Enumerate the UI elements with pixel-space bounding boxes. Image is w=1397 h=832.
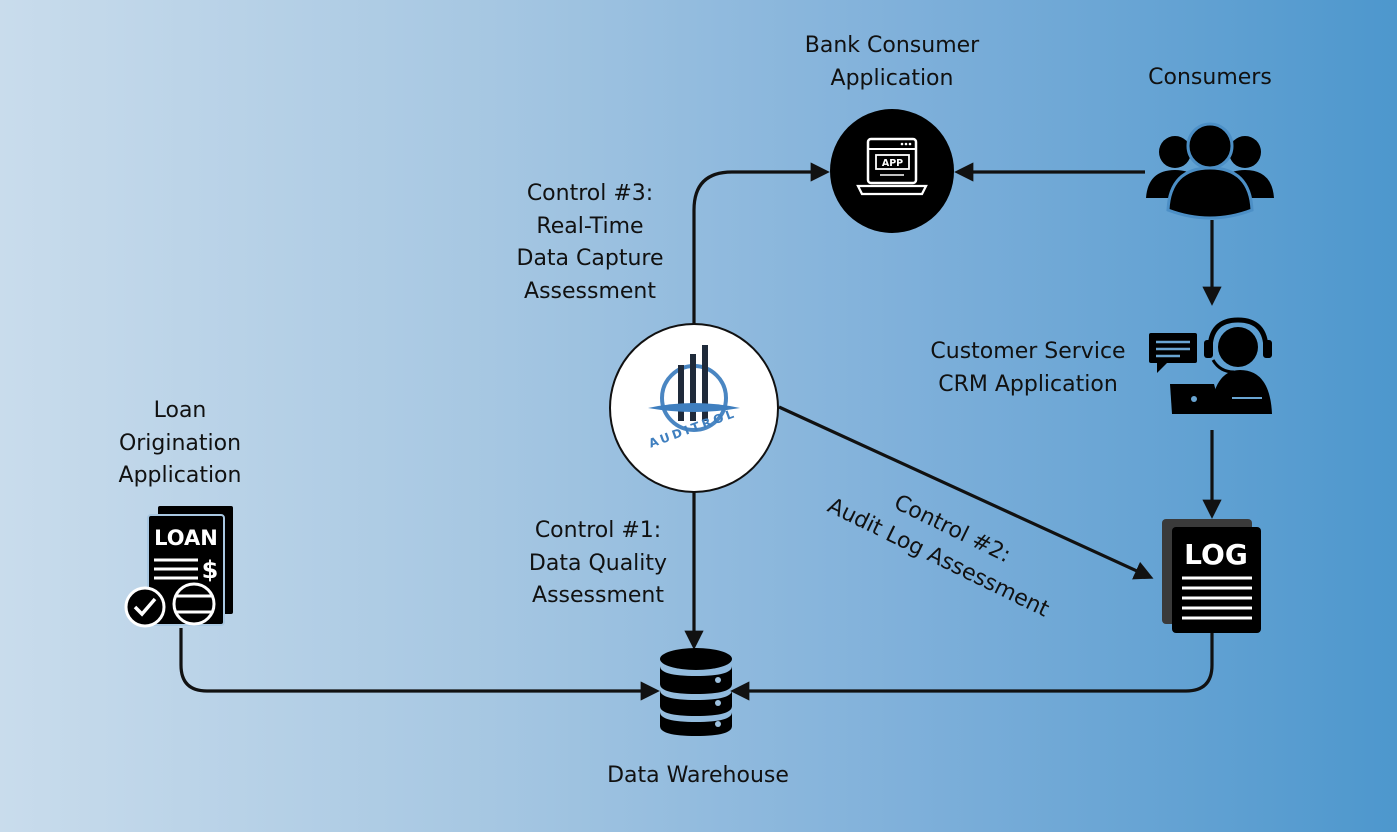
crm-label-line1: Customer Service xyxy=(930,339,1126,364)
control-1-line2: Data Quality xyxy=(528,550,668,576)
arrow-auditrol-to-bank-app xyxy=(692,162,830,325)
loan-icon-text: LOAN xyxy=(154,526,218,550)
control-1-label: Control #1: Data Quality Assessment xyxy=(508,515,688,613)
control-3-line3: Data Capture xyxy=(516,246,664,271)
database-icon xyxy=(660,648,732,736)
loan-label-line3: Application xyxy=(118,463,242,488)
control-1-line3: Assessment xyxy=(532,583,664,608)
app-icon-text: APP xyxy=(882,158,903,169)
arrow-auditrol-to-log xyxy=(778,405,1154,580)
customer-service-agent-icon xyxy=(1149,317,1272,414)
arrow-log-to-warehouse xyxy=(730,632,1214,701)
loan-document-icon: LOAN $ xyxy=(124,506,233,628)
crm-label: Customer Service CRM Application xyxy=(918,336,1138,401)
arrow-loan-to-warehouse xyxy=(179,628,660,701)
loan-label-line2: Origination xyxy=(118,430,242,456)
control-3-line4: Assessment xyxy=(524,278,656,304)
control-1-line1: Control #1: xyxy=(534,518,662,543)
crm-label-line2: CRM Application xyxy=(938,371,1118,397)
warehouse-label: Data Warehouse xyxy=(578,760,818,793)
log-icon-text: LOG xyxy=(1184,538,1248,571)
app-laptop-icon: APP xyxy=(830,109,954,233)
control-3-line1: Control #3: xyxy=(526,181,654,206)
auditrol-logo: AUDITROL xyxy=(609,323,779,493)
warehouse-label-text: Data Warehouse xyxy=(607,763,789,788)
consumers-label-text: Consumers xyxy=(1148,65,1272,90)
loan-label-line1: Loan xyxy=(153,398,207,423)
control-3-label: Control #3: Real-Time Data Capture Asses… xyxy=(500,178,680,308)
bank-app-label: Bank Consumer Application xyxy=(790,30,994,95)
bank-app-label-line2: Application xyxy=(830,65,954,91)
control-3-line2: Real-Time xyxy=(536,213,644,239)
log-document-icon: LOG xyxy=(1162,519,1261,633)
loan-label: Loan Origination Application xyxy=(90,395,270,493)
loan-icon-symbol: $ xyxy=(202,556,219,584)
bank-app-label-line1: Bank Consumer xyxy=(804,33,980,58)
consumers-label: Consumers xyxy=(1120,62,1300,95)
consumers-group-icon xyxy=(1146,122,1274,220)
